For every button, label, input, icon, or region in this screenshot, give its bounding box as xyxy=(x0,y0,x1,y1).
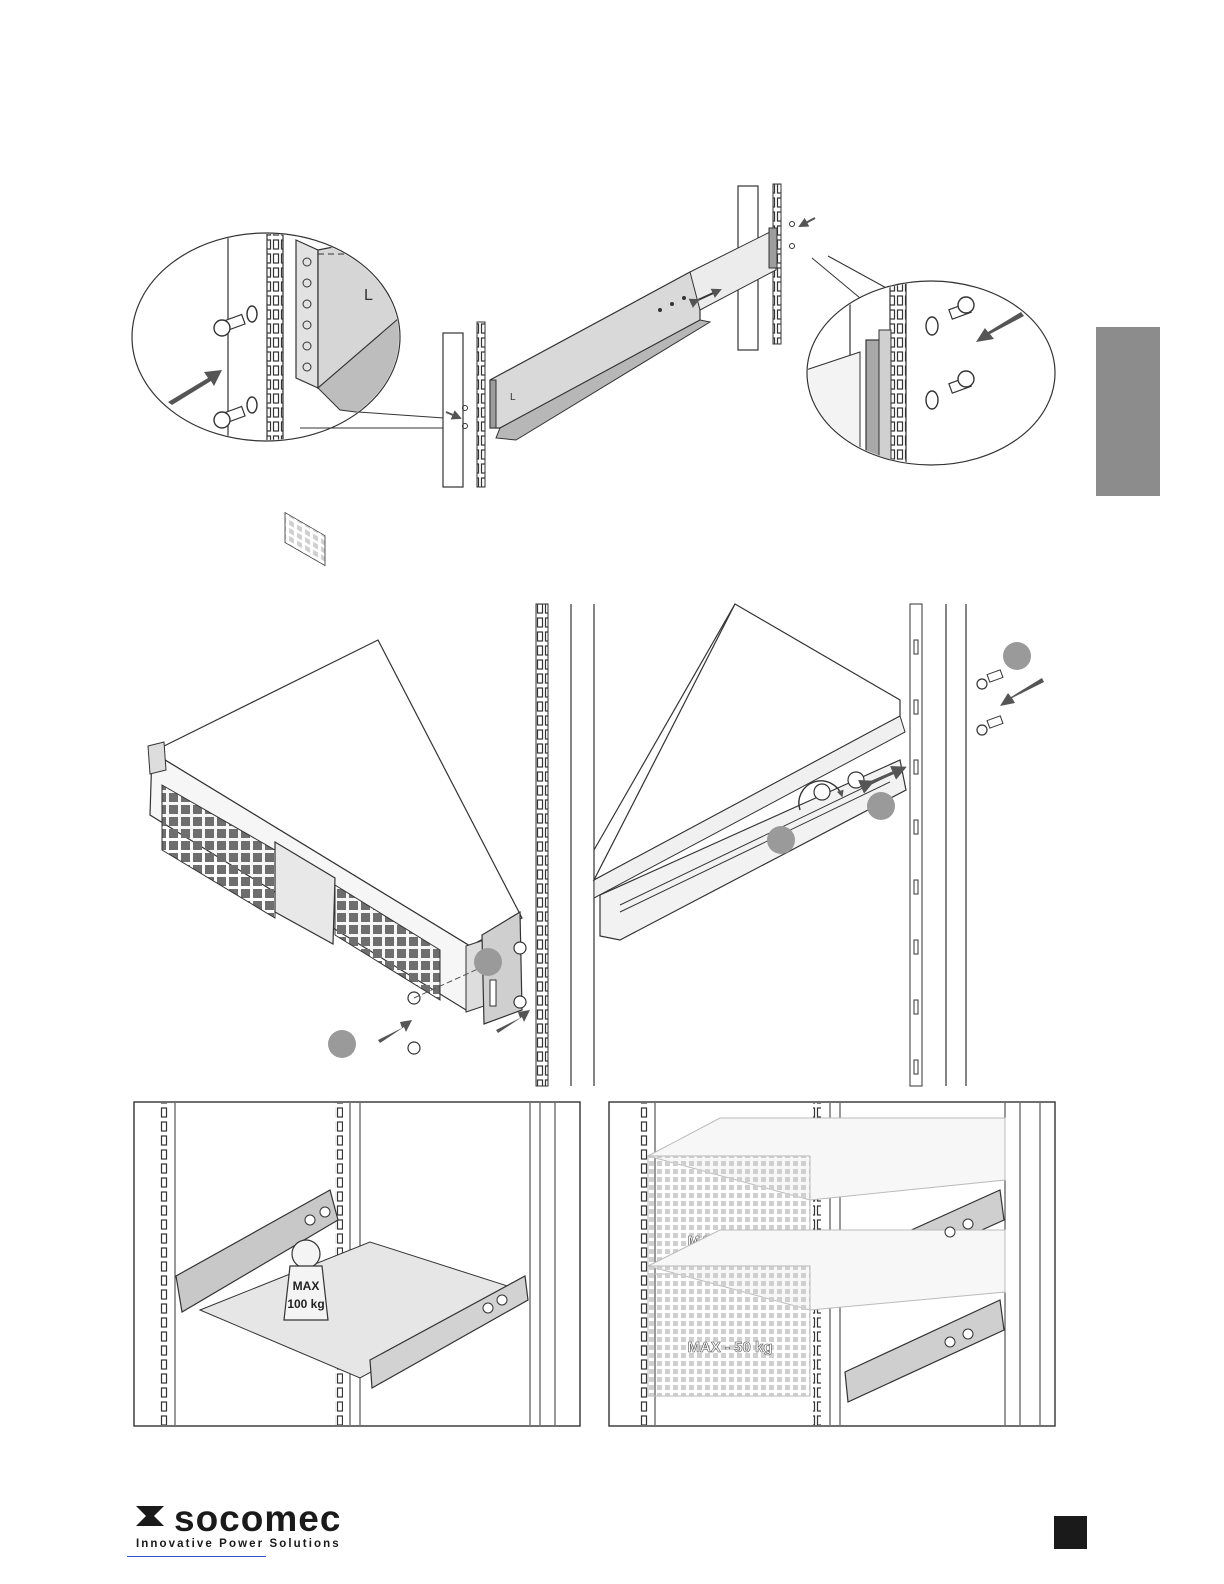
weight-label-max: MAX xyxy=(293,1279,320,1293)
weight-label-value: 100 kg xyxy=(287,1297,324,1311)
page-marker xyxy=(1054,1516,1087,1549)
insert-arrow-icon xyxy=(1000,678,1044,706)
washer-icon xyxy=(926,317,938,335)
brand-tagline: Innovative Power Solutions xyxy=(136,1538,341,1550)
brand-name: socomec xyxy=(174,1498,341,1540)
lower-unit-label: MAX - 50 kg xyxy=(687,1339,772,1356)
right-detail-magnifier xyxy=(800,280,1055,470)
brand-logo: socomec Innovative Power Solutions xyxy=(134,1500,364,1560)
ups-side-view xyxy=(594,604,1044,1086)
link-underline xyxy=(127,1556,266,1557)
socomec-logo-icon xyxy=(134,1502,170,1532)
ups-unit xyxy=(148,513,530,1058)
washer-icon xyxy=(247,397,257,413)
rail-detail-mark: L xyxy=(364,287,373,304)
washer-icon xyxy=(926,391,938,409)
stacked-units-figure: MAX - 50 kg MAX - 50 kg xyxy=(609,1102,1055,1426)
rail-mark: L xyxy=(510,392,516,403)
rail-assembly: L xyxy=(446,218,815,440)
washer-icon xyxy=(247,306,257,322)
load-limit-figure: MAX 100 kg xyxy=(134,1102,580,1426)
ups-mounting-figure xyxy=(148,513,1044,1086)
rail-mounting-figure: L L xyxy=(132,184,1055,487)
